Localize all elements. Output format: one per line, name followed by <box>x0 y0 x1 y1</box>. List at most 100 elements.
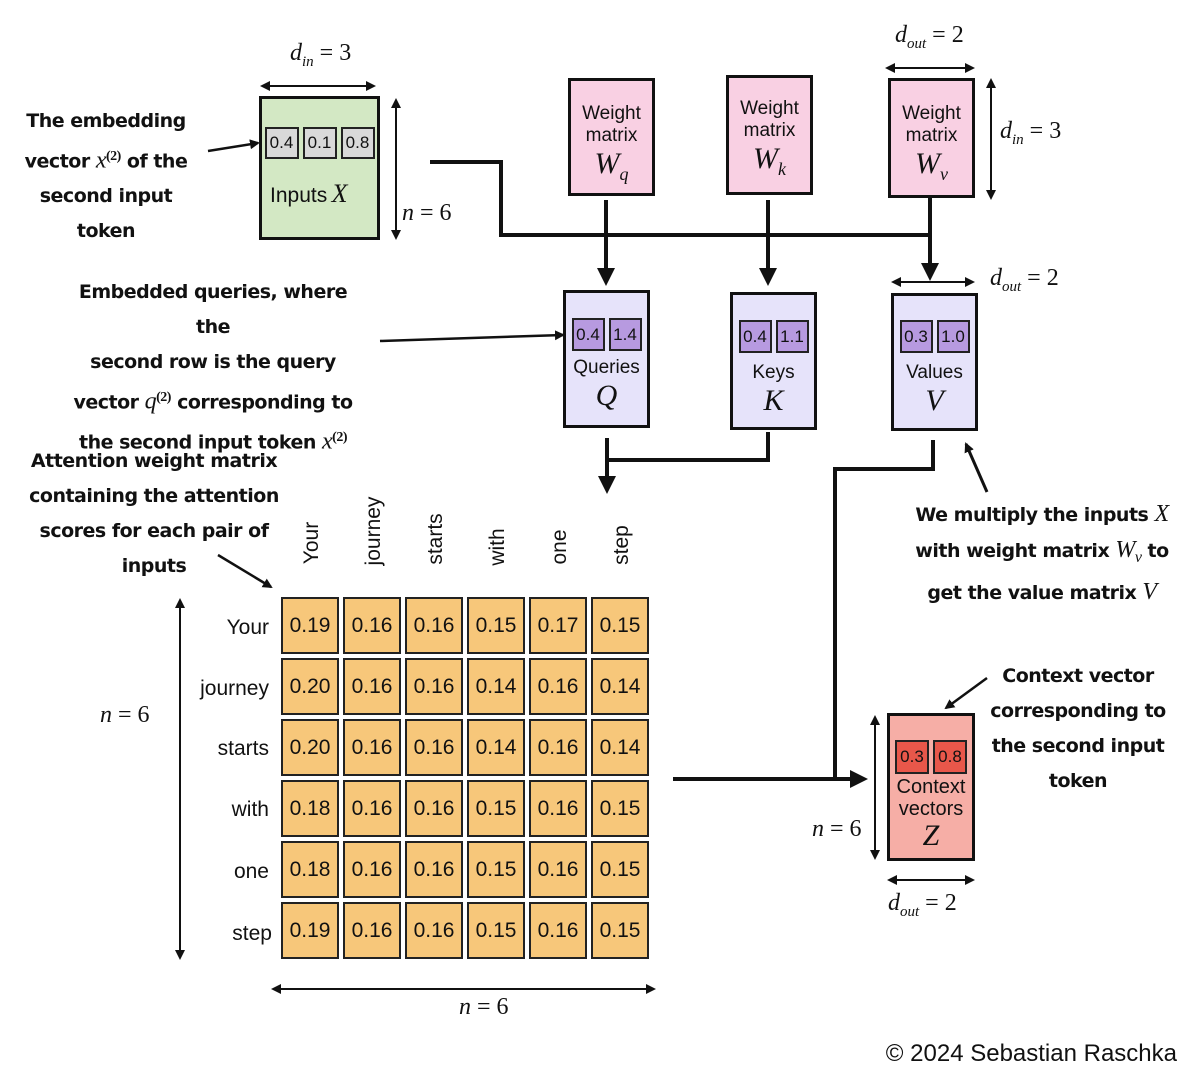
attention-cell: 0.19 <box>281 902 339 959</box>
attention-cell: 0.16 <box>529 719 587 776</box>
attention-cell: 0.16 <box>343 597 401 654</box>
key-cell: 1.1 <box>775 320 809 353</box>
inputs-to-weights-bus <box>430 160 930 237</box>
attention-cell: 0.16 <box>343 780 401 837</box>
col-header: step <box>610 525 633 565</box>
keys-symbol: K <box>763 384 784 417</box>
attention-cell: 0.16 <box>405 719 463 776</box>
attention-cell: 0.16 <box>405 902 463 959</box>
weight-matrix-wk: Weight matrix Wk <box>726 75 813 195</box>
value-matrix-note: We multiply the inputs X with weight mat… <box>915 501 1169 605</box>
attention-cell: 0.16 <box>529 902 587 959</box>
key-cell: 0.4 <box>738 320 772 353</box>
context-vector-note: Context vector corresponding to the seco… <box>990 665 1166 792</box>
attention-cell: 0.14 <box>467 719 525 776</box>
attention-row-dim: n = 6 <box>100 702 150 728</box>
attention-cell: 0.15 <box>591 597 649 654</box>
inputs-symbol: X <box>331 179 348 208</box>
attention-cell: 0.17 <box>529 597 587 654</box>
attention-cell: 0.16 <box>405 597 463 654</box>
col-header: with <box>486 528 509 566</box>
attention-cell: 0.16 <box>405 841 463 898</box>
input-cell: 0.1 <box>302 127 337 159</box>
qk-to-attention-connector <box>598 432 770 494</box>
values-note-pointer <box>964 442 989 493</box>
keys-matrix: 0.4 1.1 Keys K <box>730 292 817 430</box>
attention-cell: 0.20 <box>281 658 339 715</box>
attention-cell: 0.19 <box>281 597 339 654</box>
context-symbol: Z <box>922 819 940 852</box>
attention-cell: 0.14 <box>467 658 525 715</box>
attention-cell: 0.16 <box>529 780 587 837</box>
value-cell: 1.0 <box>936 320 970 353</box>
attention-cell: 0.15 <box>591 841 649 898</box>
embedding-note-pointer <box>207 139 260 153</box>
attention-note-pointer <box>217 553 273 589</box>
weights-width-dim: dout = 2 <box>895 22 964 52</box>
attention-col-dim: n = 6 <box>459 994 509 1020</box>
input-cell: 0.8 <box>340 127 375 159</box>
keys-label: Keys <box>752 362 795 383</box>
inputs-matrix: 0.4 0.1 0.8 Inputs X <box>259 96 380 240</box>
query-cell: 1.4 <box>608 318 642 351</box>
context-note-pointer <box>944 676 988 710</box>
row-header: Your <box>226 616 269 639</box>
attention-cell: 0.18 <box>281 780 339 837</box>
values-label: Values <box>906 362 963 383</box>
row-header: starts <box>217 737 269 760</box>
attention-cell: 0.16 <box>343 841 401 898</box>
row-header: one <box>233 860 269 883</box>
attention-cell: 0.16 <box>405 780 463 837</box>
attention-cell: 0.16 <box>405 658 463 715</box>
inputs-height-dim: n = 6 <box>402 200 452 226</box>
copyright-notice: © 2024 Sebastian Raschka <box>885 1040 1177 1067</box>
inputs-width-dim: din = 3 <box>290 40 352 70</box>
attention-cell: 0.15 <box>591 902 649 959</box>
weight-matrix-wv: Weight matrix Wv <box>888 78 975 198</box>
attention-cell: 0.15 <box>467 841 525 898</box>
values-matrix: 0.3 1.0 Values V <box>891 293 978 431</box>
attention-cell: 0.14 <box>591 658 649 715</box>
query-cell: 0.4 <box>571 318 605 351</box>
attention-cell: 0.18 <box>281 841 339 898</box>
col-header: one <box>548 529 571 565</box>
context-matrix: 0.3 0.8 Context vectors Z <box>887 713 975 861</box>
values-symbol: V <box>925 384 944 417</box>
col-header: starts <box>424 513 447 565</box>
queries-note-pointer <box>379 330 565 343</box>
queries-matrix: 0.4 1.4 Queries Q <box>563 290 650 428</box>
weights-height-dim: din = 3 <box>1000 118 1062 148</box>
attention-cell: 0.15 <box>467 902 525 959</box>
row-header: with <box>231 798 269 821</box>
attention-cell: 0.16 <box>529 841 587 898</box>
attention-cell: 0.16 <box>343 719 401 776</box>
embedded-queries-note: Embedded queries, where the second row i… <box>73 281 353 455</box>
values-width-dim: dout = 2 <box>990 265 1059 295</box>
context-height-dim: n = 6 <box>812 816 862 842</box>
attention-cell: 0.15 <box>591 780 649 837</box>
inputs-label: Inputs <box>270 184 328 207</box>
attention-cell: 0.15 <box>467 780 525 837</box>
attention-cell: 0.15 <box>467 597 525 654</box>
attention-matrix-note: Attention weight matrix containing the a… <box>29 450 279 577</box>
attention-cell: 0.16 <box>343 658 401 715</box>
row-header: step <box>232 922 272 945</box>
row-header: journey <box>200 677 269 700</box>
weight-matrix-wq: Weight matrix Wq <box>568 78 655 196</box>
col-header: journey <box>362 496 385 566</box>
context-width-dim: dout = 2 <box>888 890 957 920</box>
col-header: Your <box>300 521 323 565</box>
values-to-context-connector <box>833 440 935 779</box>
attention-cell: 0.20 <box>281 719 339 776</box>
attention-cell: 0.14 <box>591 719 649 776</box>
context-cell: 0.8 <box>933 740 967 774</box>
value-cell: 0.3 <box>899 320 933 353</box>
queries-symbol: Q <box>595 379 618 412</box>
context-cell: 0.3 <box>895 740 929 774</box>
attention-cell: 0.16 <box>343 902 401 959</box>
input-cell: 0.4 <box>264 127 299 159</box>
attention-cell: 0.16 <box>529 658 587 715</box>
embedding-vector-note: The embedding vector x(2) of the second … <box>24 110 188 243</box>
